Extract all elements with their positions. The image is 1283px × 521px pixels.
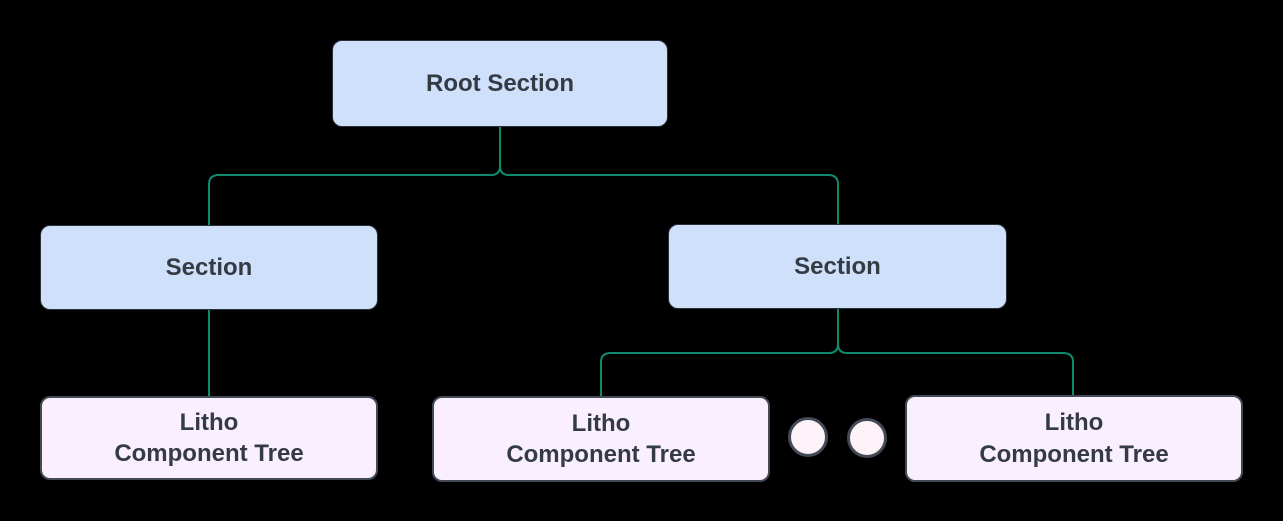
node-label: Section bbox=[165, 253, 253, 281]
node-label: Section bbox=[794, 252, 881, 280]
node-litho-component-tree-left: Litho Component Tree bbox=[40, 396, 378, 480]
node-litho-component-tree-right: Litho Component Tree bbox=[905, 395, 1243, 482]
ellipsis-dot bbox=[788, 417, 828, 457]
node-label: Litho Component Tree bbox=[114, 408, 304, 467]
node-label: Litho Component Tree bbox=[979, 409, 1169, 468]
node-section-right: Section bbox=[668, 224, 1007, 309]
edge-root-to-section-right bbox=[499, 126, 839, 225]
node-root-section: Root Section bbox=[332, 40, 668, 127]
edge-root-to-section-left bbox=[208, 126, 501, 226]
ellipsis-dot bbox=[847, 418, 887, 458]
node-litho-component-tree-middle: Litho Component Tree bbox=[432, 396, 770, 482]
node-label: Root Section bbox=[426, 69, 574, 97]
edge-section-right-to-litho-middle bbox=[600, 308, 839, 398]
edge-section-right-to-litho-right bbox=[837, 308, 1074, 397]
node-section-left: Section bbox=[40, 225, 378, 310]
node-label: Litho Component Tree bbox=[506, 409, 696, 468]
